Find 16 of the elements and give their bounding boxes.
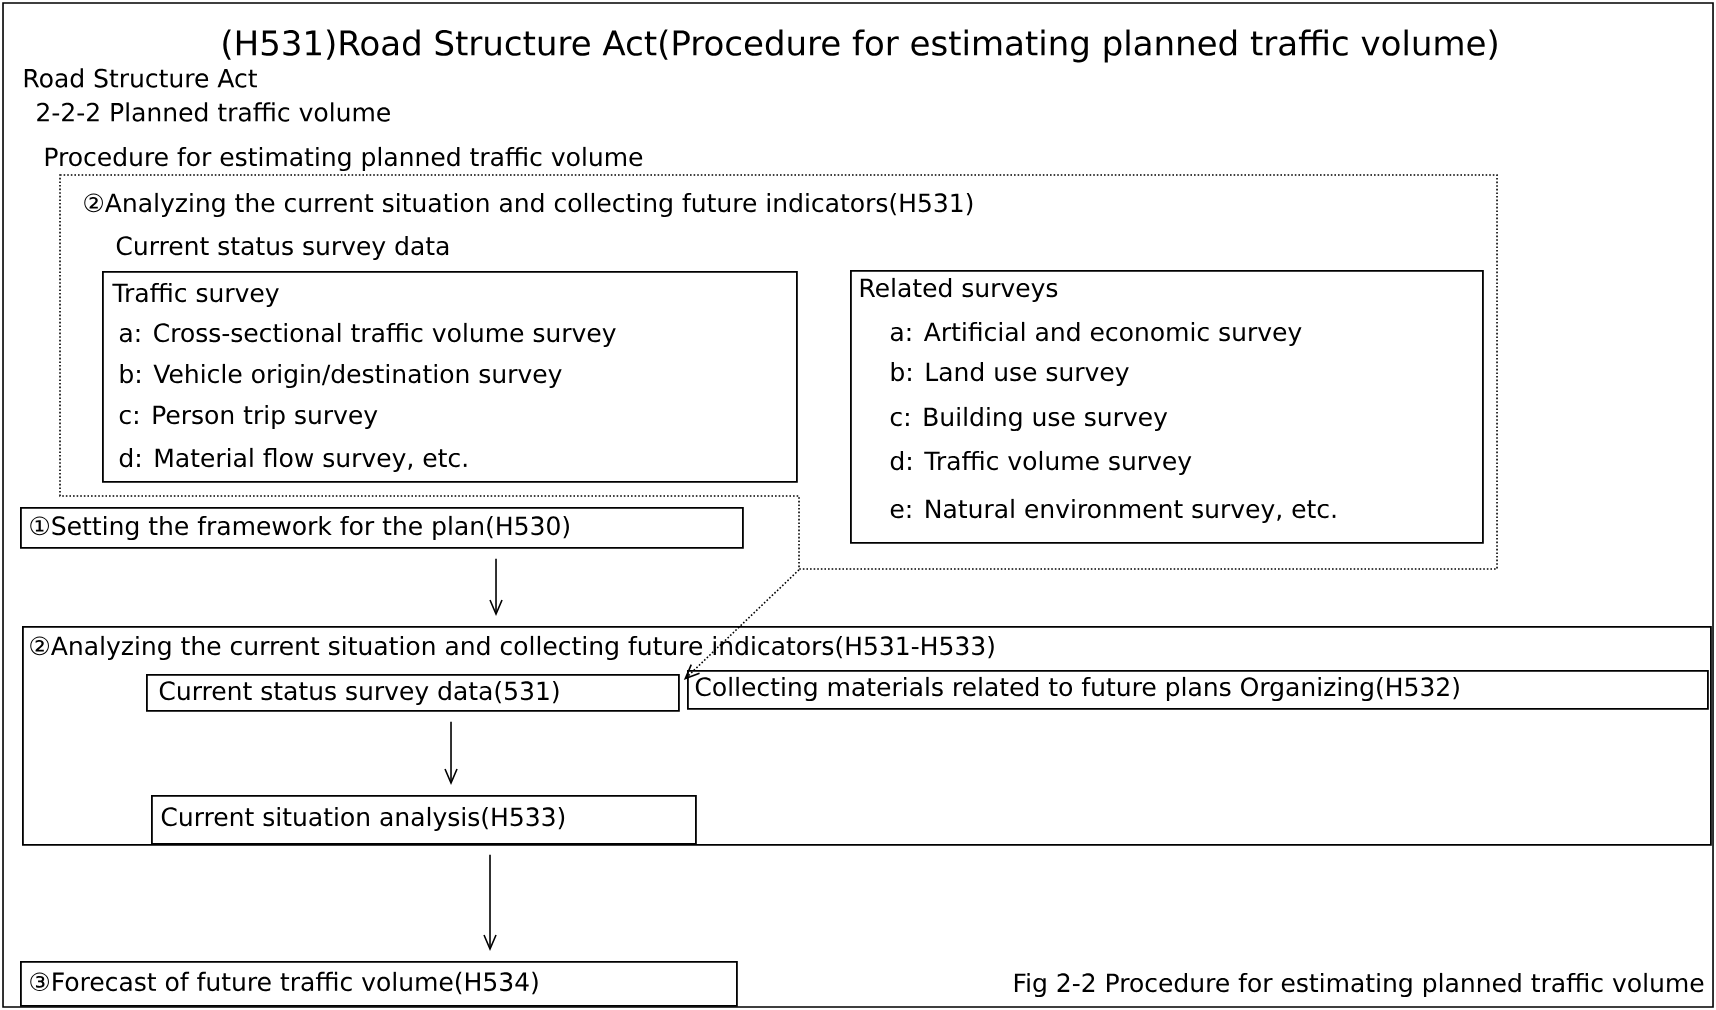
arrow — [489, 558, 503, 616]
leader-line — [683, 569, 800, 680]
arrow — [444, 721, 458, 785]
heading-text: Procedure for estimating planned traffic volume — [45, 146, 643, 172]
process-box: Collecting materials related to future plans Organizing(H532) — [687, 670, 1709, 710]
figure-caption: Fig 2-2 Procedure for estimating planned traffic volume — [1014, 972, 1704, 998]
survey-box: Traffic survey a: Cross-sectional traffic volume survey b: Vehicle origin/destination survey c: Person trip survey d: Material flow survey, etc. — [102, 271, 798, 483]
survey-box: Related surveys a: Artificial and economic survey b: Land use survey c: Building use survey d: Traffic volume survey e: Natural environment survey, etc. — [850, 270, 1484, 544]
heading-text: 2-2-2 Planned traffic volume — [37, 102, 390, 122]
process-box: ①Setting the framework for the plan(H530) — [20, 507, 744, 549]
process-box: Current situation analysis(H533) — [151, 795, 697, 845]
process-box: Current status survey data(531) — [146, 674, 680, 712]
title: (H531)Road Structure Act(Procedure for estimating planned traffic volume) — [223, 29, 1497, 63]
heading-text: Road Structure Act — [24, 68, 257, 88]
process-box: ③Forecast of future traffic volume(H534) — [20, 961, 738, 1007]
arrow — [483, 854, 497, 951]
